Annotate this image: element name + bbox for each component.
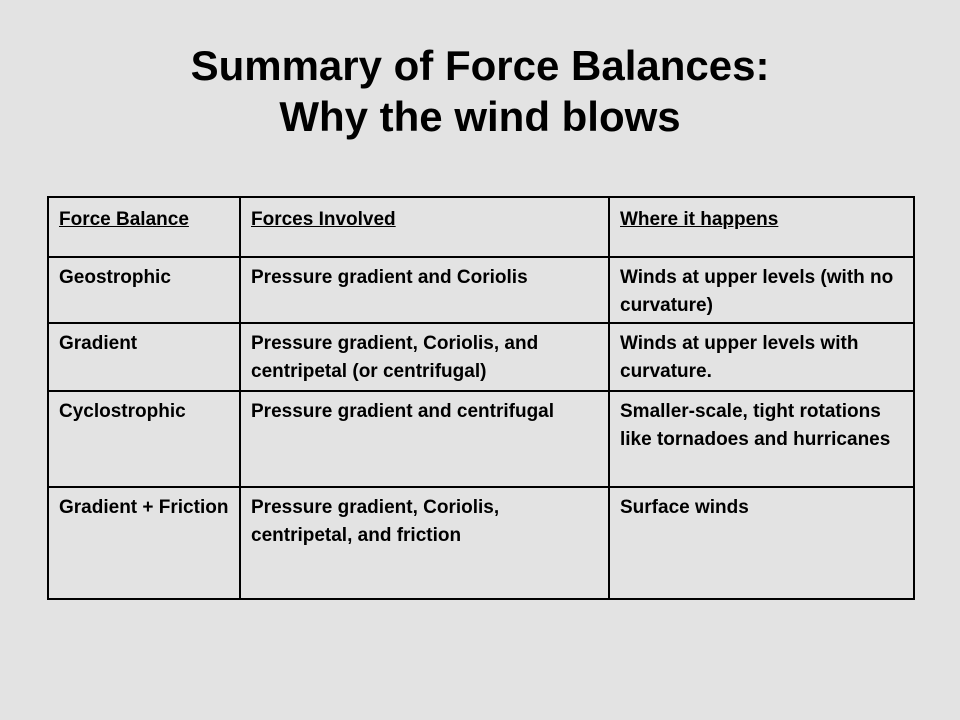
cell-force-balance: Gradient [47, 322, 241, 392]
cell-where-it-happens: Surface winds [608, 486, 915, 600]
cell-forces-involved: Pressure gradient, Coriolis, and centrip… [239, 322, 610, 392]
force-balance-table-container: Force Balance Forces Involved Where it h… [47, 196, 915, 600]
slide-title: Summary of Force Balances: Why the wind … [0, 40, 960, 142]
table-row: Cyclostrophic Pressure gradient and cent… [47, 390, 915, 488]
header-where-it-happens: Where it happens [608, 197, 915, 258]
cell-force-balance: Gradient + Friction [47, 486, 241, 600]
table-header-row: Force Balance Forces Involved Where it h… [47, 197, 915, 258]
table-row: Gradient Pressure gradient, Coriolis, an… [47, 322, 915, 392]
cell-forces-involved: Pressure gradient and centrifugal [239, 390, 610, 488]
cell-where-it-happens: Smaller-scale, tight rotations like torn… [608, 390, 915, 488]
cell-forces-involved: Pressure gradient and Coriolis [239, 256, 610, 324]
cell-where-it-happens: Winds at upper levels (with no curvature… [608, 256, 915, 324]
table-row: Geostrophic Pressure gradient and Coriol… [47, 256, 915, 324]
cell-force-balance: Cyclostrophic [47, 390, 241, 488]
cell-where-it-happens: Winds at upper levels with curvature. [608, 322, 915, 392]
slide-title-line-2: Why the wind blows [279, 93, 681, 140]
force-balance-table: Force Balance Forces Involved Where it h… [47, 196, 915, 600]
header-force-balance: Force Balance [47, 197, 241, 258]
cell-force-balance: Geostrophic [47, 256, 241, 324]
cell-forces-involved: Pressure gradient, Coriolis, centripetal… [239, 486, 610, 600]
table-row: Gradient + Friction Pressure gradient, C… [47, 486, 915, 600]
header-forces-involved: Forces Involved [239, 197, 610, 258]
slide-title-line-1: Summary of Force Balances: [190, 42, 770, 89]
